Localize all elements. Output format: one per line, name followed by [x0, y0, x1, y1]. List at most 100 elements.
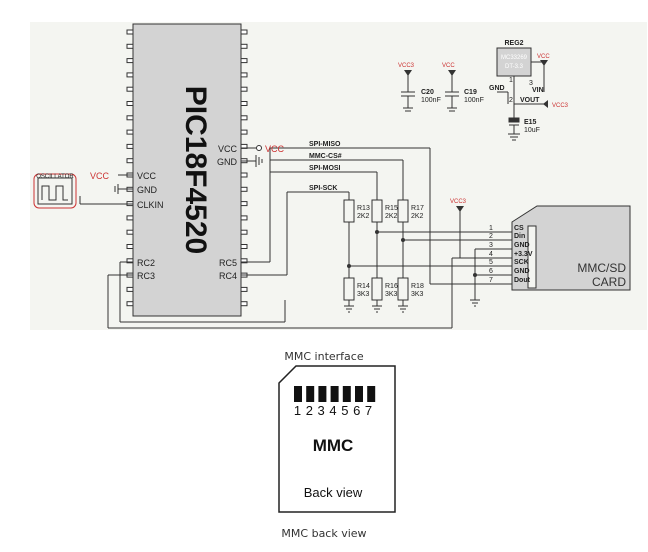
mcu-name: PIC18F4520 — [179, 86, 212, 254]
mcu-pin — [240, 72, 248, 78]
card-pin-1-num: 1 — [489, 225, 493, 232]
e15-val: 10uF — [524, 127, 540, 134]
caption-mmc-interface: MMC interface — [284, 350, 364, 363]
mcu-pin-rc4: RC4 — [219, 271, 237, 281]
mmc-back-outline — [278, 365, 396, 513]
caption-mmc-back-view: MMC back view — [281, 527, 367, 540]
mmc-contact-pad — [367, 386, 376, 402]
mmc-contact-pad — [318, 386, 327, 402]
mcu-pin — [126, 215, 134, 221]
mcu-chip — [132, 23, 242, 317]
card-pin-3-num: 3 — [489, 242, 493, 249]
vcc-label-osc: VCC — [90, 171, 110, 181]
mcu-pin — [240, 258, 248, 264]
card-pin-7-name: Dout — [514, 277, 531, 284]
reg-pin-gnd: GND — [489, 85, 505, 92]
mcu-pin-gnd-right: GND — [217, 157, 238, 167]
vcc-label-reg: VCC — [537, 54, 550, 60]
c19-ref: C19 — [464, 89, 477, 96]
c20-val: 100nF — [421, 97, 441, 104]
r14-ref: R14 — [357, 283, 370, 290]
vcc3-label-c20: VCC3 — [398, 63, 415, 69]
card-pin-4-name: +3.3V — [514, 251, 533, 258]
mcu-pin — [240, 86, 248, 92]
mmc-contact-pad — [342, 386, 351, 402]
c19-val: 100nF — [464, 97, 484, 104]
mcu-pin — [126, 43, 134, 49]
card-pin-3-name: GND — [514, 242, 530, 249]
card-pin-6-name: GND — [514, 268, 530, 275]
mmc-contact-pad — [355, 386, 363, 402]
mcu-pin — [240, 101, 248, 106]
mcu-pin — [240, 29, 248, 35]
mcu-pin — [240, 301, 248, 307]
r18-ref: R18 — [411, 283, 424, 290]
card-contacts — [527, 225, 537, 289]
r13-ref: R13 — [357, 205, 370, 212]
mcu-pin — [126, 229, 134, 235]
reg-pin-vout: VOUT — [520, 97, 540, 104]
mmc-back-contacts — [294, 386, 376, 402]
net-mmc-cs: MMC-CS# — [309, 153, 342, 160]
reg-pin-vin: VIN — [532, 87, 544, 94]
card-title-1: MMC/SD — [577, 261, 626, 275]
vcc-label-mcu: VCC — [265, 144, 285, 154]
mcu-pin — [240, 201, 248, 207]
r17-val: 2K2 — [411, 213, 424, 220]
card-pin-4-num: 4 — [489, 251, 493, 258]
reg-num-1: 1 — [509, 77, 513, 84]
r16-val: 3K3 — [385, 291, 398, 298]
mmc-contact-pad — [306, 386, 315, 402]
mcu-pin-rc3: RC3 — [137, 271, 155, 281]
reg-num-3: 3 — [529, 80, 533, 87]
mcu-pin — [126, 101, 134, 106]
net-spi-sck: SPI-SCK — [309, 185, 337, 192]
mcu-pin-rc2: RC2 — [137, 258, 155, 268]
r14-val: 3K3 — [357, 291, 370, 298]
mmc-back-label: MMC — [313, 436, 354, 455]
r15-ref: R15 — [385, 205, 398, 212]
reg-part: MC33269 — [501, 55, 528, 61]
mcu-pin — [240, 43, 248, 49]
mcu-pin — [126, 158, 134, 164]
mcu-pin — [240, 229, 248, 235]
mcu-pin — [126, 301, 134, 307]
mcu-pin-vcc-right: VCC — [218, 144, 238, 154]
mcu-pin — [240, 58, 248, 64]
card-pin-2-num: 2 — [489, 233, 493, 240]
mcu-pin — [126, 29, 134, 35]
mmc-back-sub: Back view — [304, 485, 363, 500]
card-pin-7-num: 7 — [489, 277, 493, 284]
mcu-pin — [240, 244, 248, 249]
r13-val: 2K2 — [357, 213, 370, 220]
mcu-pin — [126, 72, 134, 78]
mcu-pin — [240, 186, 248, 192]
mcu-pin-gnd: GND — [137, 185, 158, 195]
oscillator-label: OSCILLATOR — [36, 174, 74, 180]
mcu-pin — [240, 172, 248, 178]
card-pin-5-name: SCK — [514, 259, 529, 266]
card-pin-5-num: 5 — [489, 259, 493, 266]
e15-ref: E15 — [524, 119, 537, 126]
r17-ref: R17 — [411, 205, 424, 212]
mcu-pin — [126, 129, 134, 135]
c20-ref: C20 — [421, 89, 434, 96]
mcu-pin — [126, 115, 134, 121]
mmc-back-numbers: 1 2 3 4 5 6 7 — [294, 403, 372, 418]
mcu-pin — [126, 58, 134, 64]
mcu-pin — [240, 129, 248, 135]
mcu-pin — [126, 244, 134, 249]
mmc-contact-pad — [294, 386, 302, 402]
mcu-pin — [126, 86, 134, 92]
mmc-contact-pad — [330, 386, 339, 402]
mcu-pin-clkin: CLKIN — [137, 200, 164, 210]
card-pin-6-num: 6 — [489, 268, 493, 275]
mcu-pin — [240, 215, 248, 221]
mcu-pin-vcc: VCC — [137, 171, 157, 181]
card-pin-1-name: CS — [514, 225, 524, 232]
reg-ref: REG2 — [504, 40, 523, 47]
r16-ref: R16 — [385, 283, 398, 290]
card-title-2: CARD — [592, 275, 626, 289]
